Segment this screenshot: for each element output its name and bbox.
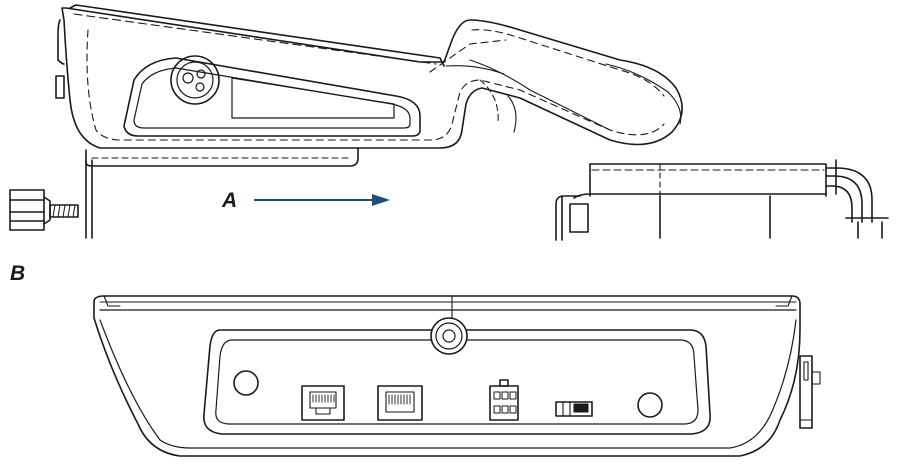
rj45-port-icon: [301, 385, 345, 421]
thumbscrew-icon: [9, 189, 79, 231]
connector-side-view: [555, 159, 889, 241]
label-b: B: [10, 262, 26, 285]
rj45-port-icon: [377, 385, 423, 421]
dip-switch-icon: [555, 401, 593, 417]
device-rear-panel: [93, 295, 821, 457]
device-side-view: [55, 4, 683, 239]
power-connector-icon: [489, 379, 519, 421]
side-bracket-icon: [799, 355, 821, 429]
label-a: A: [222, 189, 238, 212]
direction-arrow-icon: [254, 194, 390, 206]
